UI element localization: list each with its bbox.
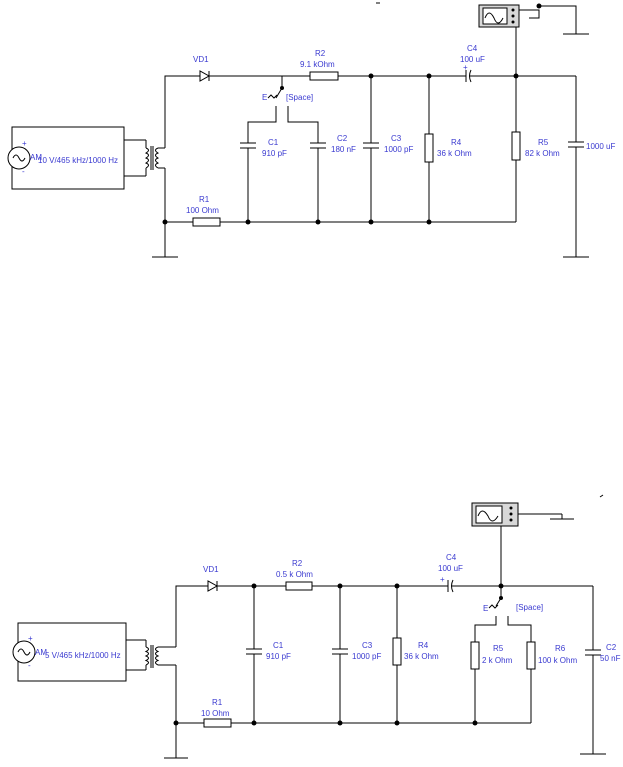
c1-value: 910 pF [262,149,287,158]
c4-plus: + [440,575,445,584]
c2-value: 50 nF [600,654,621,663]
source-minus: - [28,661,31,670]
vd1-label: VD1 [203,565,219,574]
r1-value: 100 Ohm [186,206,219,215]
r5-value: 82 k Ohm [525,149,560,158]
c2-name: C2 [606,643,617,652]
resistor-r2 [309,71,339,81]
resistor-r1 [203,718,232,728]
c4-value: 100 uF [438,564,463,573]
r2-name: R2 [315,49,326,58]
source-label: 10 V/465 kHz/1000 Hz [38,156,118,165]
r2-value: 9.1 kOhm [300,60,335,69]
sine-icon [12,154,26,162]
r4-name: R4 [418,641,429,650]
r6-name: R6 [555,644,566,653]
circuit-1: + - AM 10 V/465 kHz/1000 Hz VD1 [7,2,615,258]
transformer-1 [124,139,165,177]
c4-value: 100 uF [460,55,485,64]
c3-name: C3 [362,641,373,650]
r4-value: 36 k Ohm [437,149,472,158]
source-label: 5 V/465 kHz/1000 Hz [45,651,121,660]
resistor-r5 [470,641,480,670]
circuit-2: + - AM 5 V/465 kHz/1000 Hz VD1 R2 0.5 k … [12,494,621,759]
c2-value: 180 nF [331,145,356,154]
resistor-r6 [526,641,536,670]
source-minus: - [22,167,25,176]
resistor-r1 [192,217,221,227]
c3-value: 1000 pF [384,145,413,154]
r1-name: R1 [212,698,223,707]
c4-name: C4 [467,44,478,53]
diode-vd1 [207,580,219,592]
r6-value: 100 k Ohm [538,656,577,665]
am-badge: AM [35,648,47,657]
sine-icon [17,648,31,656]
switch-key-1[interactable]: [Space] [286,93,313,102]
switch-e-1[interactable]: E [262,93,267,102]
switch-e-2[interactable]: E [483,604,488,613]
c1-name: C1 [273,641,284,650]
am-badge: AM [30,153,42,162]
c1-value: 910 pF [266,652,291,661]
c2-name: C2 [337,134,348,143]
diode-vd1 [199,70,211,82]
source-plus: + [28,634,33,643]
r5-value: 2 k Ohm [482,656,513,665]
c4-plus: + [463,63,468,72]
c3-name: C3 [391,134,402,143]
r1-value: 10 Ohm [201,709,230,718]
c4-name: C4 [446,553,457,562]
resistor-r2 [285,581,313,591]
r5-name: R5 [493,644,504,653]
source-plus: + [22,139,27,148]
resistor-r4 [392,637,402,666]
r4-name: R4 [451,138,462,147]
r2-value: 0.5 k Ohm [276,570,313,579]
c1-name: C1 [268,138,279,147]
transformer-2 [126,639,176,671]
cout-value: 1000 uF [586,142,615,151]
resistor-r4 [424,133,434,163]
r5-name: R5 [538,138,549,147]
resistor-r5 [511,131,521,161]
r2-name: R2 [292,559,303,568]
r1-name: R1 [199,195,210,204]
vd1-label: VD1 [193,55,209,64]
r4-value: 36 k Ohm [404,652,439,661]
switch-key-2[interactable]: [Space] [516,603,543,612]
c3-value: 1000 pF [352,652,381,661]
